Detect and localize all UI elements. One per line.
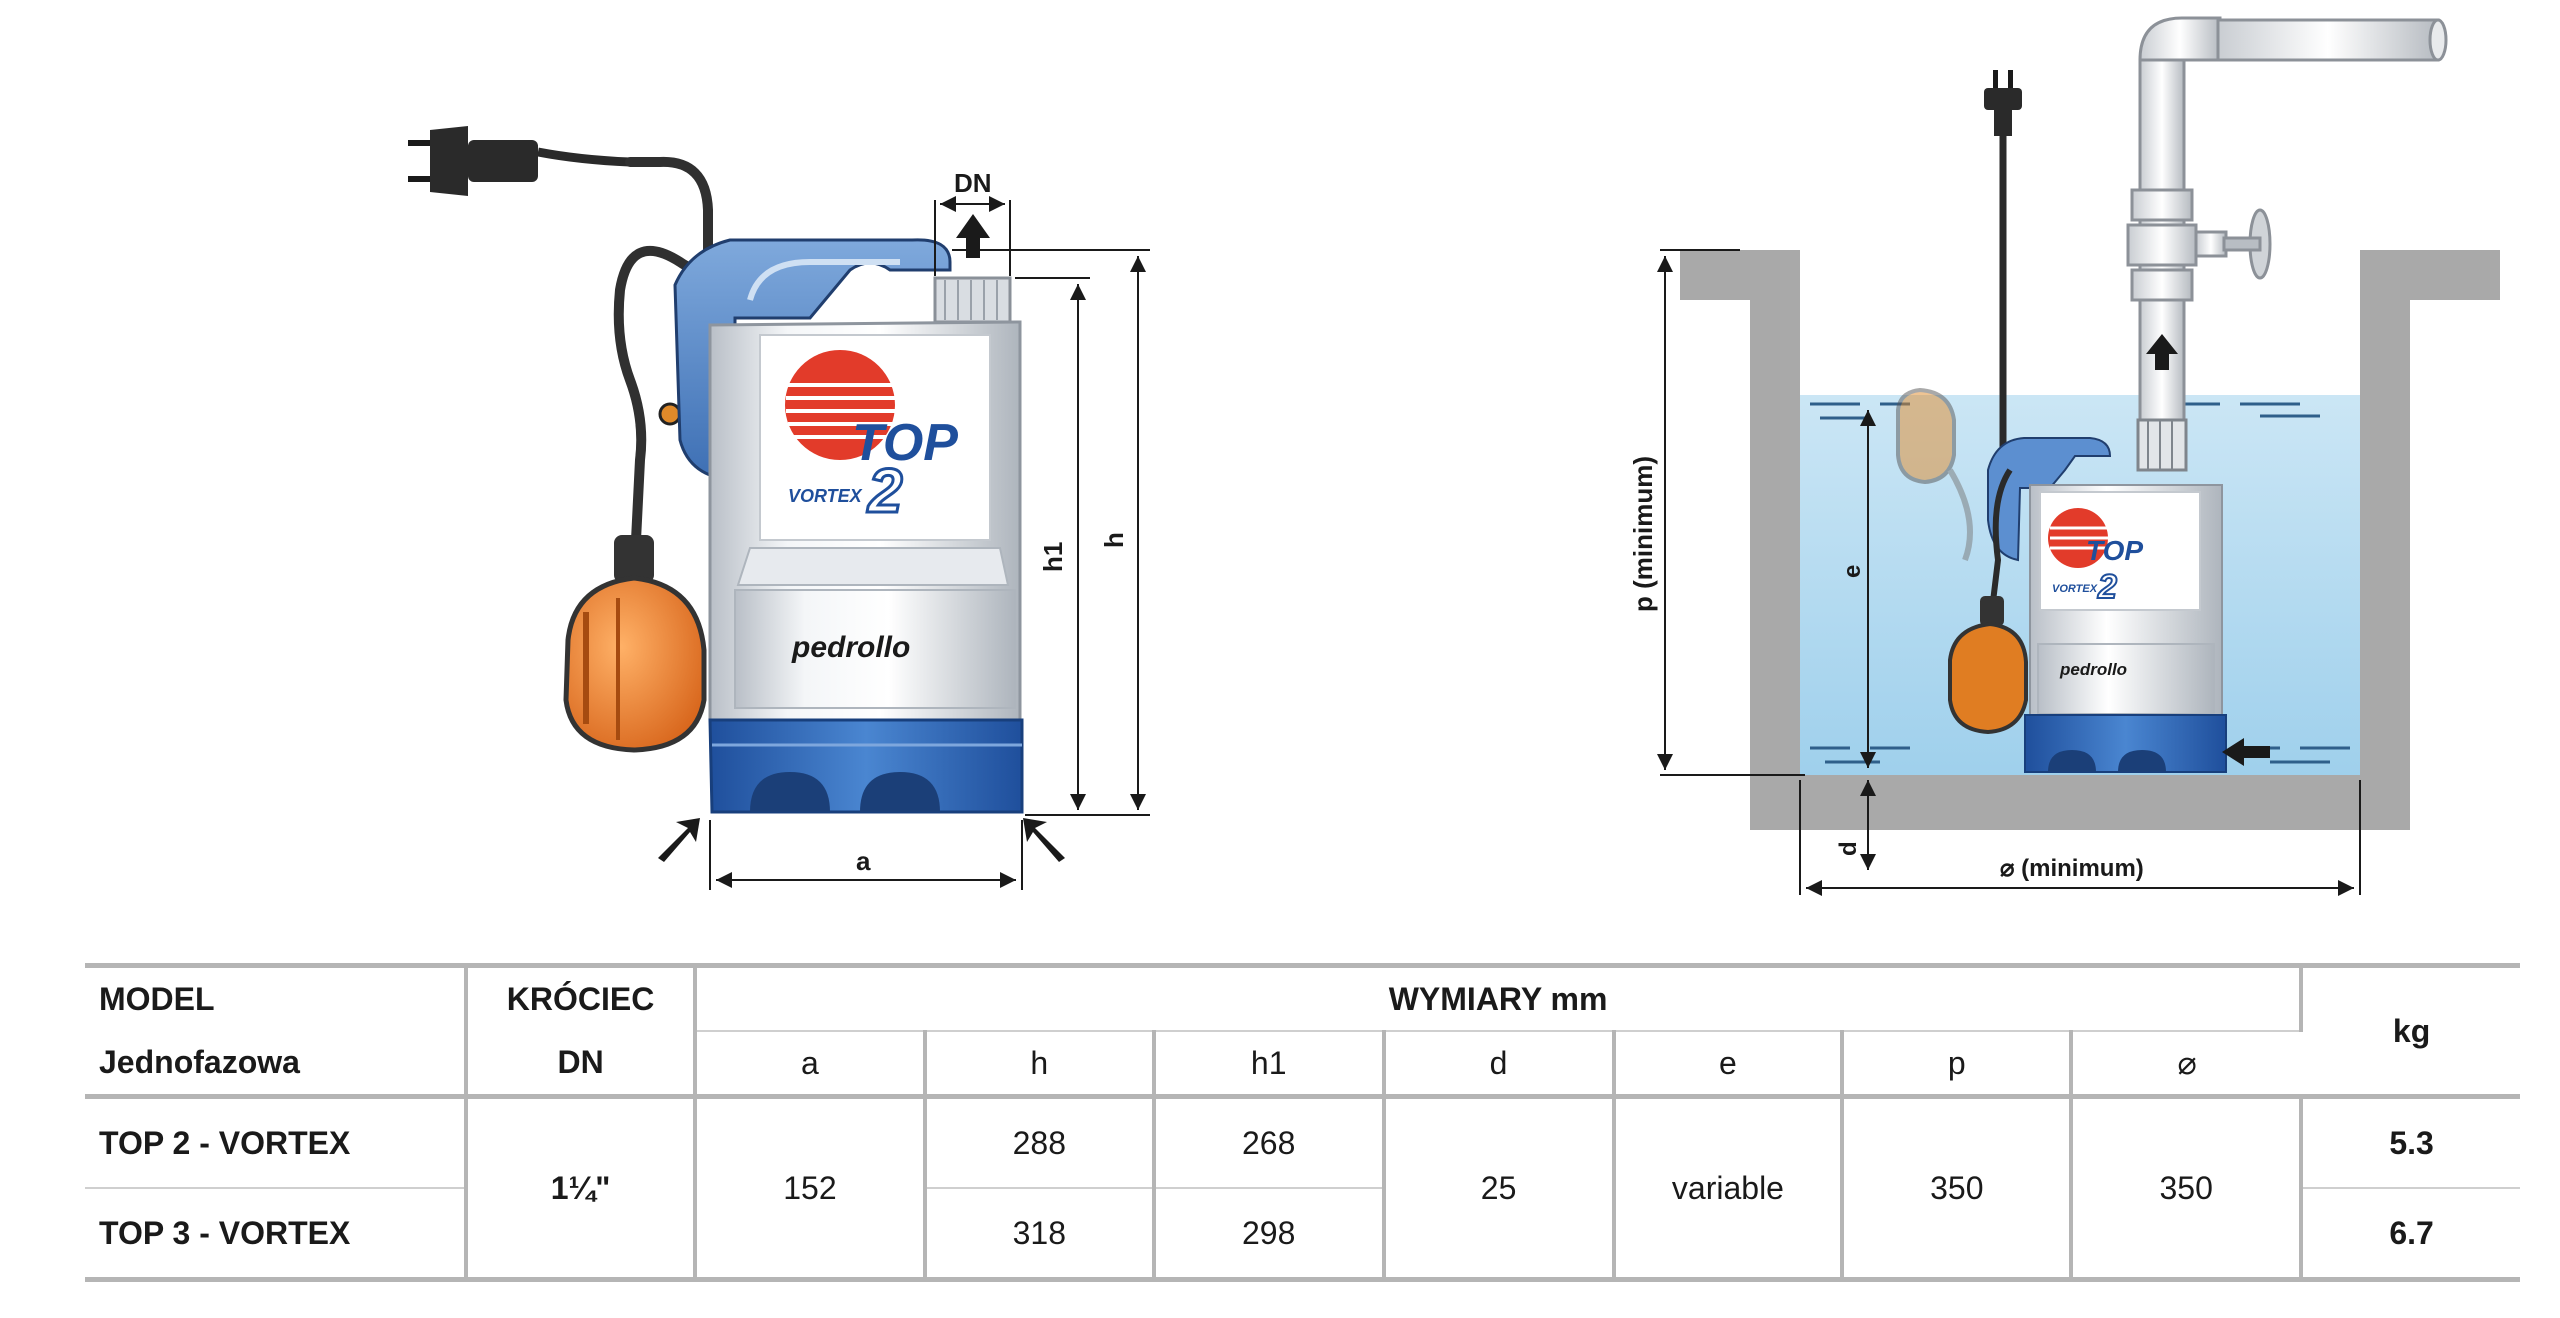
float-switch-icon	[1948, 468, 2028, 735]
table-row: TOP 3 - VORTEX 318 298 6.7	[85, 1188, 2520, 1282]
cell-model: TOP 2 - VORTEX	[85, 1096, 469, 1189]
submerged-pump: TOP VORTEX 2 pedrollo	[1987, 437, 2227, 773]
cell-h: 318	[924, 1188, 1156, 1282]
badge-vortex: VORTEX	[2052, 583, 2098, 595]
float-switch-upper-icon	[1896, 387, 1973, 562]
table-row: TOP 2 - VORTEX 1¼" 152 288 268 25 variab…	[85, 1096, 2520, 1282]
discharge-outlet	[933, 276, 1012, 324]
power-plug-icon	[1984, 70, 2022, 136]
cell-h: 288	[924, 1096, 1156, 1189]
header-row-2: Jednofazowa DN a h h1 d e p ⌀	[85, 1030, 2520, 1099]
cell-model: TOP 3 - VORTEX	[85, 1188, 469, 1282]
dim-label-dn: DN	[954, 168, 992, 198]
header-col-p: p	[1842, 1030, 2074, 1099]
header-col-e: e	[1613, 1030, 1845, 1099]
dim-label-h1: h1	[1038, 542, 1068, 572]
sun-logo-icon	[785, 350, 895, 460]
dim-label-e: e	[1839, 565, 1866, 578]
badge-top: TOP	[852, 414, 958, 472]
cell-h1: 268	[1153, 1096, 1386, 1189]
power-plug-icon	[408, 126, 631, 196]
cell-kg: 5.3	[2301, 1096, 2520, 1189]
cell-h1: 298	[1153, 1188, 1386, 1282]
badge-number: 2	[867, 457, 902, 526]
cell-dn: 1¼"	[466, 1096, 697, 1282]
cell-d: 25	[1383, 1096, 1616, 1282]
cell-a: 152	[695, 1096, 927, 1282]
inlet-arrow-right-icon	[1023, 818, 1065, 862]
header-col-h1: h1	[1153, 1030, 1386, 1099]
cell-p: 350	[1842, 1096, 2074, 1282]
badge-number: 2	[2097, 568, 2117, 606]
header-kg: kg	[2301, 963, 2520, 1099]
dim-label-p: p (minimum)	[1628, 456, 1658, 612]
header-model: MODEL	[85, 963, 469, 1031]
header-col-h: h	[924, 1030, 1156, 1099]
header-krociec-sub: DN	[466, 1031, 697, 1099]
inlet-arrow-left-icon	[658, 818, 700, 862]
header-col-square: ⌀	[2071, 1030, 2302, 1099]
flow-up-arrow-icon	[2146, 334, 2178, 370]
header-model-sub: Jednofazowa	[85, 1031, 469, 1099]
header-wymiary: WYMIARY mm	[695, 963, 2304, 1031]
badge-top: TOP	[2086, 535, 2143, 566]
pump-body: TOP VORTEX 2 pedrollo	[708, 320, 1022, 722]
dim-label-square: ⌀ (minimum)	[2000, 855, 2144, 882]
pump-base	[708, 718, 1024, 814]
header-col-d: d	[1383, 1030, 1616, 1099]
header-krociec: KRÓCIEC	[466, 963, 697, 1031]
header-col-a: a	[695, 1030, 927, 1099]
installation-drawing: TOP VORTEX 2 pedrollo p (minimum) e d ⌀ …	[1628, 16, 2500, 896]
cell-e: variable	[1613, 1096, 1845, 1282]
brand-label: pedrollo	[791, 631, 910, 664]
specification-table: MODEL KRÓCIEC WYMIARY mm kg Jednofazowa …	[85, 963, 2520, 1282]
badge-vortex: VORTEX	[788, 486, 863, 506]
cell-square: 350	[2071, 1096, 2304, 1282]
sump-pit	[1680, 250, 2500, 830]
dim-label-a: a	[856, 846, 871, 876]
dim-label-h: h	[1099, 532, 1129, 548]
power-cable	[613, 156, 713, 565]
brand-label: pedrollo	[2059, 660, 2127, 679]
dim-label-d: d	[1835, 841, 1862, 856]
outlet-arrow-icon	[956, 214, 990, 258]
inlet-arrow-icon	[2222, 738, 2270, 766]
pump-dimension-drawing: TOP VORTEX 2 pedrollo DN h1 h a	[408, 126, 1150, 890]
header-row-1: MODEL KRÓCIEC WYMIARY mm kg	[85, 963, 2520, 1099]
cell-kg: 6.7	[2301, 1188, 2520, 1282]
